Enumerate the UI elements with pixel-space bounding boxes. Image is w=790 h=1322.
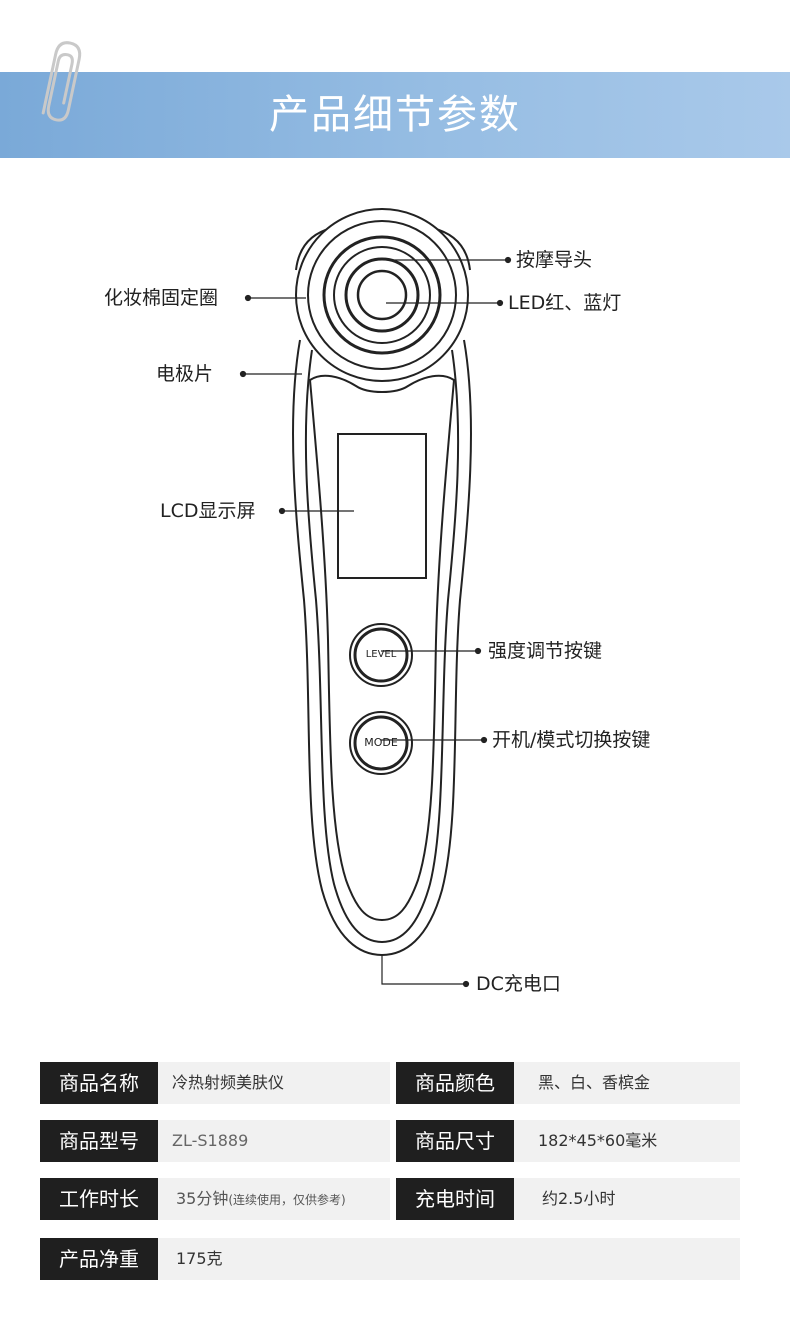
- header-banner: 产品细节参数: [0, 72, 790, 158]
- spec-value-main: 35分钟: [176, 1189, 229, 1208]
- spec-label: 商品尺寸: [396, 1120, 514, 1162]
- spec-row-weight: 产品净重 175克: [40, 1238, 740, 1280]
- spec-row-model: 商品型号 ZL-S1889 商品尺寸 182*45*60毫米: [40, 1120, 740, 1162]
- callout-electrode: 电极片: [156, 363, 214, 385]
- callout-cotton-ring: 化妆棉固定圈: [104, 287, 219, 309]
- callout-level-key: 强度调节按键: [488, 640, 603, 662]
- callout-lcd: LCD显示屏: [160, 500, 256, 522]
- spec-value-note: (连续使用，仅供参考): [228, 1193, 346, 1207]
- spec-label: 产品净重: [40, 1238, 158, 1280]
- spec-label: 工作时长: [40, 1178, 158, 1220]
- spec-label: 商品型号: [40, 1120, 158, 1162]
- spec-label: 充电时间: [396, 1178, 514, 1220]
- device-illustration: [239, 208, 512, 988]
- spec-value: 175克: [158, 1238, 740, 1280]
- callout-led: LED红、蓝灯: [508, 292, 622, 314]
- spec-value: 35分钟(连续使用，仅供参考): [158, 1178, 390, 1220]
- spec-value: 黑、白、香槟金: [514, 1062, 740, 1104]
- page-title: 产品细节参数: [269, 92, 521, 138]
- callout-mode-key: 开机/模式切换按键: [492, 729, 651, 751]
- mode-button: MODE: [364, 736, 398, 749]
- callout-massage-head: 按摩导头: [516, 249, 593, 271]
- spec-value: 冷热射频美肤仪: [158, 1062, 390, 1104]
- callout-dc-port: DC充电口: [476, 973, 561, 995]
- spec-row-work: 工作时长 35分钟(连续使用，仅供参考) 充电时间 约2.5小时: [40, 1178, 740, 1220]
- spec-label: 商品名称: [40, 1062, 158, 1104]
- spec-row-name: 商品名称 冷热射频美肤仪 商品颜色 黑、白、香槟金: [40, 1062, 740, 1104]
- spec-label: 商品颜色: [396, 1062, 514, 1104]
- spec-value: 约2.5小时: [514, 1178, 740, 1220]
- spec-value: ZL-S1889: [158, 1120, 390, 1162]
- paperclip-icon: [41, 41, 82, 122]
- spec-value: 182*45*60毫米: [514, 1120, 740, 1162]
- level-button: LEVEL: [365, 649, 397, 660]
